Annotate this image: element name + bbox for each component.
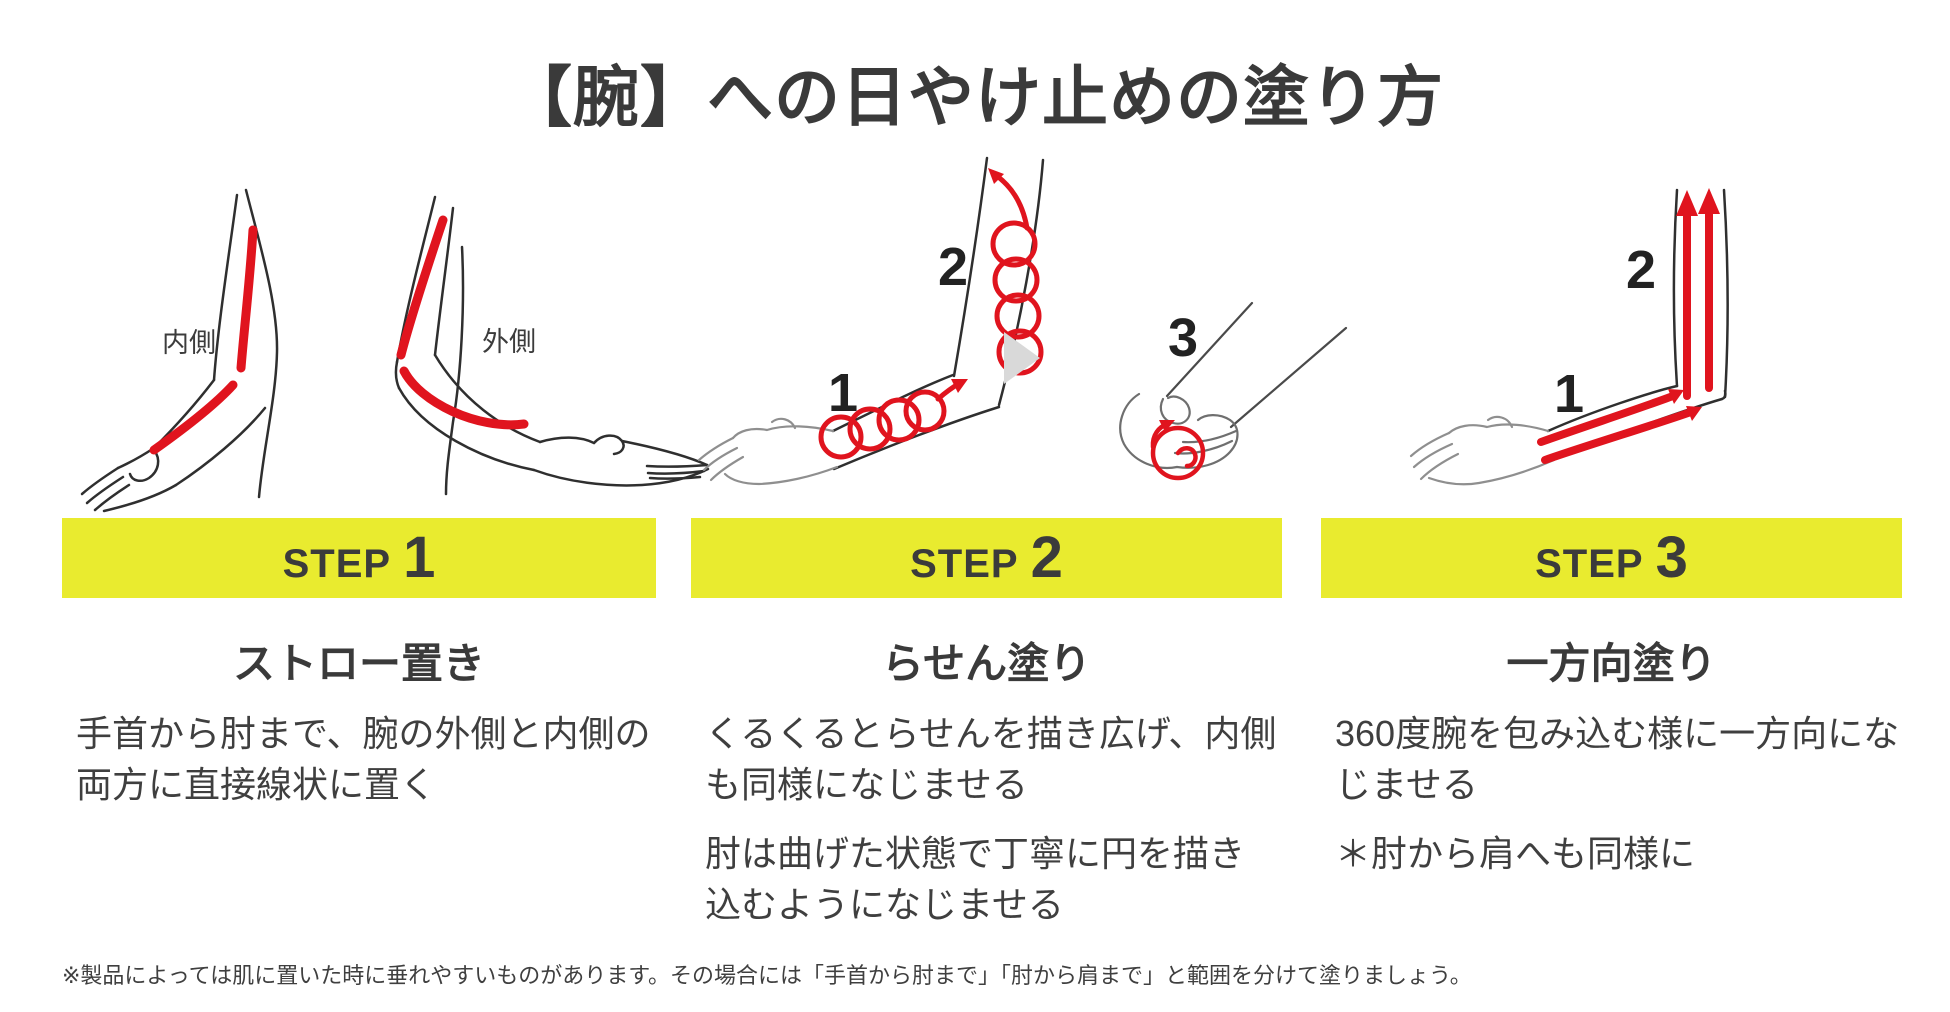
marker-1: 1 (828, 363, 858, 423)
paragraph: 360度腕を包み込む様に一方向になじませる (1335, 713, 1900, 806)
inner-side-label: 内側 (162, 328, 216, 358)
spiral-stroke-upperarm (990, 173, 1044, 376)
application-stroke-outer (396, 215, 529, 430)
marker-3: 3 (1168, 308, 1198, 368)
step1-heading: ストロー置き (232, 640, 485, 687)
marker-2: 2 (938, 237, 968, 297)
step2-illustration: 1 2 3 (697, 156, 1348, 486)
spiral-upperarm-arrowhead (988, 168, 1004, 184)
elbow-circle-arrowhead (1159, 420, 1175, 432)
step1-description: 手首から肘まで、腕の外側と内側の両方に直接線状に置く (76, 708, 654, 828)
step-number: 1 (403, 525, 436, 590)
open-hand-outline (697, 417, 839, 486)
step3-heading: 一方向塗り (1506, 640, 1717, 687)
arrowheads (1668, 188, 1720, 421)
marker-2: 2 (1626, 240, 1656, 300)
one-direction-strokes (1537, 206, 1713, 464)
arm-inner-side-outline (80, 188, 279, 513)
marker-1: 1 (1554, 364, 1584, 424)
step-column-1: 内側 外側 (62, 0, 710, 1012)
arm-outer-side-outline (394, 195, 710, 496)
spiral-forearm-arrowhead (951, 379, 968, 393)
paragraph: くるくるとらせんを描き広げ、内側も同様になじませる (705, 713, 1277, 806)
paragraph: 手首から肘まで、腕の外側と内側の両方に直接線状に置く (76, 713, 651, 806)
next-arrow-icon (1004, 332, 1040, 384)
application-stroke-inner (149, 225, 258, 455)
step3-illustration: 1 2 (1409, 188, 1729, 486)
step-word: STEP (1535, 542, 1644, 586)
open-hand-outline (1409, 415, 1556, 486)
spiral-stroke-forearm (818, 380, 963, 460)
elbow-circle-stroke (1150, 421, 1206, 481)
step2-description: くるくるとらせんを描き広げ、内側も同様になじませる 肘は曲げた状態で丁寧に円を描… (705, 708, 1280, 948)
step-word: STEP (910, 542, 1019, 586)
step-number: 2 (1030, 525, 1063, 590)
paragraph: 肘は曲げた状態で丁寧に円を描き込むようになじませる (705, 833, 1246, 926)
step1-illustration: 内側 外側 (80, 188, 710, 513)
paragraph: ＊肘から肩へも同様に (1335, 833, 1696, 875)
step-number: 3 (1655, 525, 1688, 590)
footnote: ※製品によっては肌に置いた時に垂れやすいものがあります。その場合には「手首から肘… (62, 963, 1472, 988)
step2-heading: らせん塗り (881, 640, 1092, 687)
step3-description: 360度腕を包み込む様に一方向になじませる ＊肘から肩へも同様に (1335, 708, 1900, 897)
page-title: 【腕】への日やけ止めの塗り方 (506, 60, 1444, 134)
step-word: STEP (282, 542, 392, 586)
outer-side-label: 外側 (482, 327, 536, 357)
